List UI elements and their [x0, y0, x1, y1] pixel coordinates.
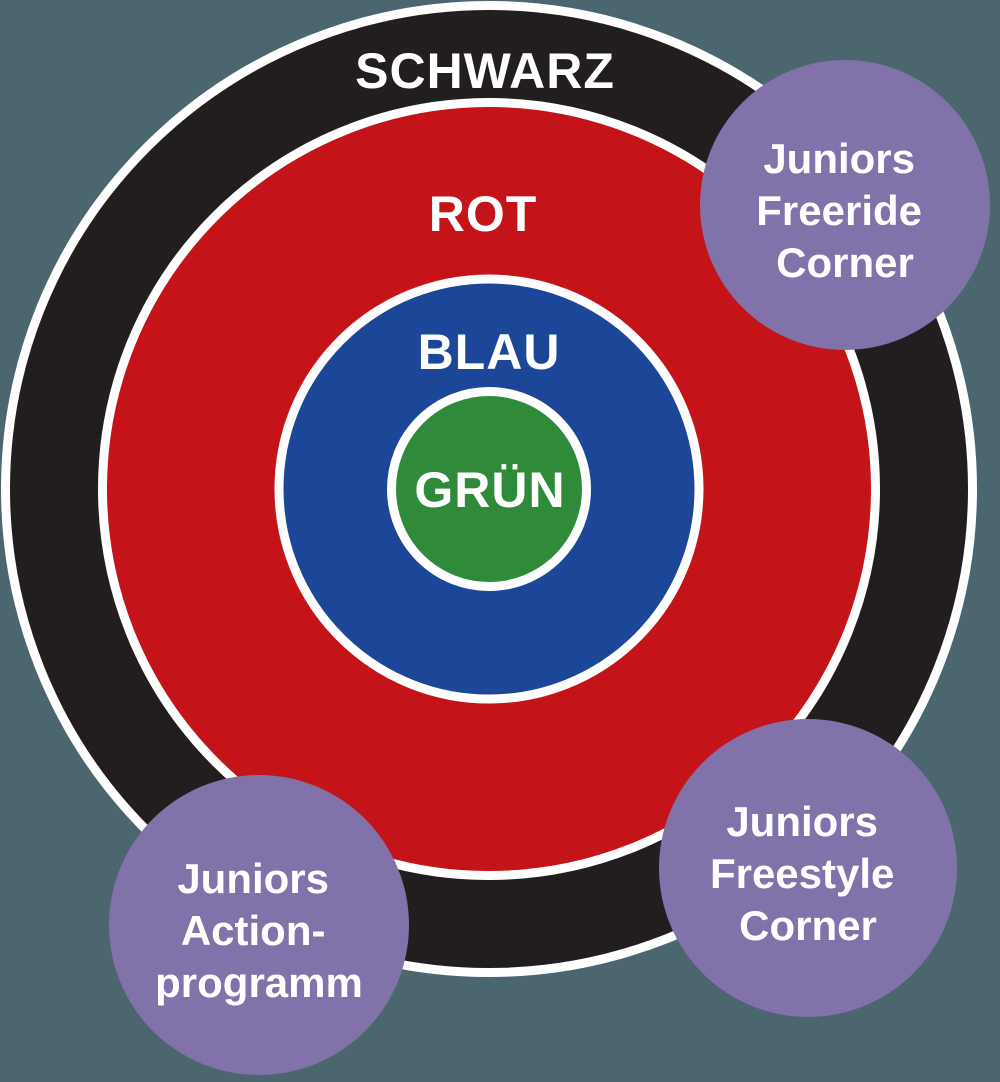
badge-freestyle-line-2: Freestyle	[710, 850, 894, 897]
badge-action-circle	[109, 775, 409, 1075]
badge-freestyle-circle	[659, 719, 957, 1017]
badge-juniors-actionprogramm: Juniors Action- programm	[109, 775, 409, 1075]
badge-freeride-label: Juniors Freeride Corner	[756, 135, 933, 286]
badge-freeride-circle	[700, 60, 990, 350]
badge-freeride-line-1: Juniors	[763, 135, 915, 182]
badge-juniors-freeride-corner: Juniors Freeride Corner	[700, 60, 990, 350]
badge-freeride-line-3: Corner	[776, 239, 914, 286]
ring-label-rot: ROT	[429, 186, 538, 242]
badge-action-line-3: programm	[155, 959, 363, 1006]
badge-freestyle-line-1: Juniors	[726, 798, 878, 845]
badge-action-label: Juniors Action- programm	[155, 855, 363, 1006]
badge-freestyle-line-3: Corner	[739, 902, 877, 949]
ring-label-gruen: GRÜN	[414, 462, 565, 518]
badge-freeride-line-2: Freeride	[756, 187, 922, 234]
ring-gruen	[387, 387, 591, 591]
badge-action-line-2: Action-	[181, 907, 326, 954]
ring-label-blau: BLAU	[418, 324, 561, 380]
ring-label-schwarz: SCHWARZ	[355, 43, 615, 99]
badge-juniors-freestyle-corner: Juniors Freestyle Corner	[659, 719, 957, 1017]
badge-freestyle-label: Juniors Freestyle Corner	[710, 798, 906, 949]
badge-action-line-1: Juniors	[177, 855, 329, 902]
